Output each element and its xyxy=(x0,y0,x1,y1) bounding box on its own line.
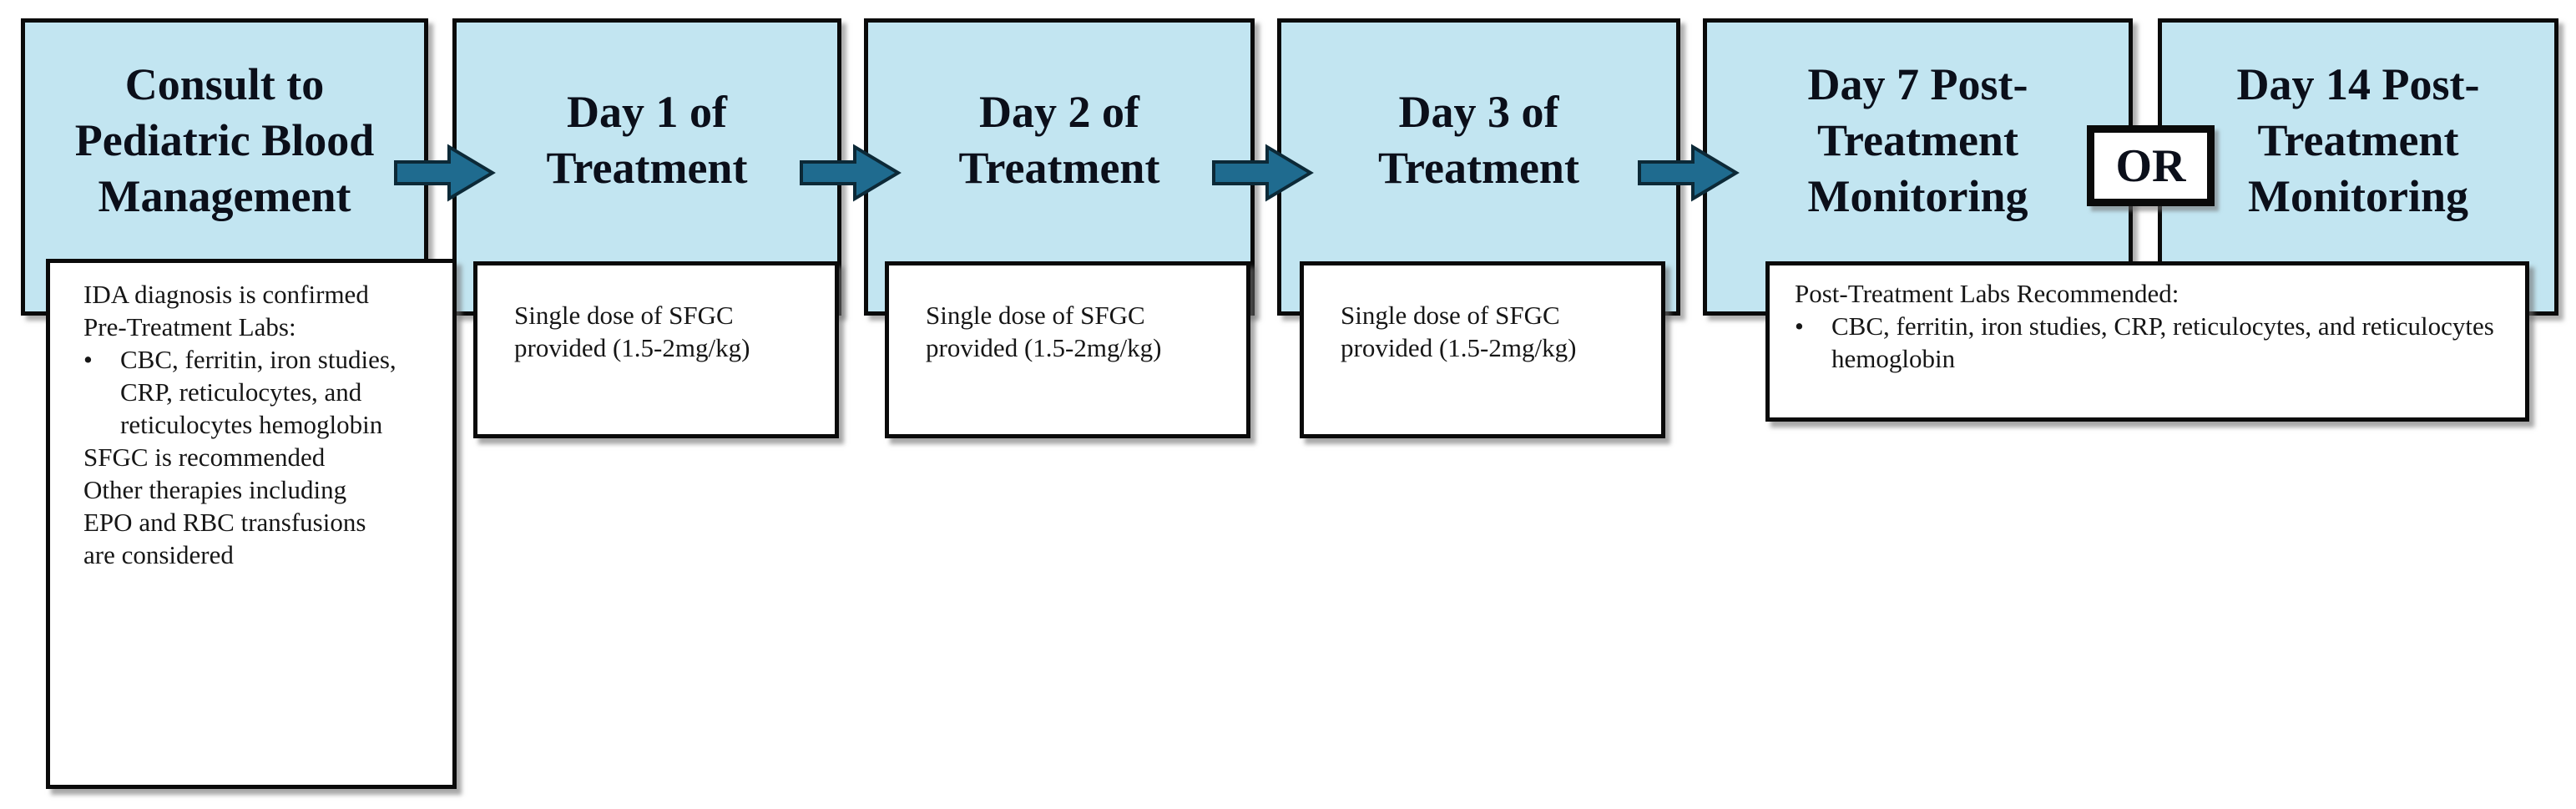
note-bullet-item: • CBC, ferritin, iron studies, CRP, reti… xyxy=(1795,310,2505,375)
bullet-icon: • xyxy=(1795,311,1804,341)
note-text: Single dose of SFGC provided (1.5-2mg/kg… xyxy=(1341,301,1577,362)
note-bullet-item: • CBC, ferritin, iron studies, CRP, reti… xyxy=(83,343,401,441)
stage-title-day7-monitoring: Day 7 Post- Treatment Monitoring xyxy=(1808,57,2028,225)
note-text: Single dose of SFGC provided (1.5-2mg/kg… xyxy=(926,301,1162,362)
or-label: OR xyxy=(2115,139,2186,192)
flow-arrow-icon xyxy=(1212,144,1314,202)
note-bullet-text: CBC, ferritin, iron studies, CRP, reticu… xyxy=(120,345,397,439)
note-line: Post-Treatment Labs Recommended: xyxy=(1795,279,2179,308)
note-box-post-treatment-labs: Post-Treatment Labs Recommended: • CBC, … xyxy=(1765,261,2529,422)
stage-title-line: Day 3 of xyxy=(1398,87,1559,137)
note-box-day3-dose: Single dose of SFGC provided (1.5-2mg/kg… xyxy=(1300,261,1665,438)
stage-title-line: Treatment xyxy=(2257,114,2459,165)
stage-title-line: Pediatric Blood xyxy=(74,114,375,165)
note-bullet-text: CBC, ferritin, iron studies, CRP, reticu… xyxy=(1831,311,2494,373)
stage-title-line: Monitoring xyxy=(2248,170,2468,221)
stage-title-line: Day 1 of xyxy=(567,87,727,137)
stage-title-line: Consult to xyxy=(124,58,325,109)
stage-title-line: Monitoring xyxy=(1807,170,2028,221)
note-line: Other therapies including EPO and RBC tr… xyxy=(83,475,366,569)
note-box-consult: IDA diagnosis is confirmed Pre-Treatment… xyxy=(46,259,457,789)
note-box-day1-dose: Single dose of SFGC provided (1.5-2mg/kg… xyxy=(473,261,839,438)
note-line: IDA diagnosis is confirmed xyxy=(83,280,369,309)
stage-title-line: Treatment xyxy=(958,143,1160,193)
note-line: Pre-Treatment Labs: xyxy=(83,312,296,341)
flow-arrow-icon xyxy=(800,144,902,202)
stage-title-day3: Day 3 of Treatment xyxy=(1378,84,1579,196)
bullet-icon: • xyxy=(83,345,93,374)
stage-title-line: Treatment xyxy=(1817,114,2018,165)
flow-arrow-icon xyxy=(394,144,496,202)
or-connector: OR xyxy=(2087,125,2215,206)
note-text: Single dose of SFGC provided (1.5-2mg/kg… xyxy=(514,301,750,362)
flow-arrow-icon xyxy=(1638,144,1740,202)
stage-title-line: Day 2 of xyxy=(979,87,1139,137)
note-box-day2-dose: Single dose of SFGC provided (1.5-2mg/kg… xyxy=(885,261,1250,438)
stage-title-line: Management xyxy=(98,170,351,221)
note-line: SFGC is recommended xyxy=(83,442,326,472)
stage-title-consult: Consult to Pediatric Blood Management xyxy=(75,57,374,225)
stage-title-line: Treatment xyxy=(546,143,748,193)
stage-title-line: Day 7 Post- xyxy=(1807,58,2028,109)
stage-title-line: Day 14 Post- xyxy=(2236,58,2480,109)
stage-title-day2: Day 2 of Treatment xyxy=(959,84,1160,196)
stage-title-day14-monitoring: Day 14 Post- Treatment Monitoring xyxy=(2237,57,2480,225)
stage-title-day1: Day 1 of Treatment xyxy=(547,84,748,196)
stage-title-line: Treatment xyxy=(1378,143,1579,193)
